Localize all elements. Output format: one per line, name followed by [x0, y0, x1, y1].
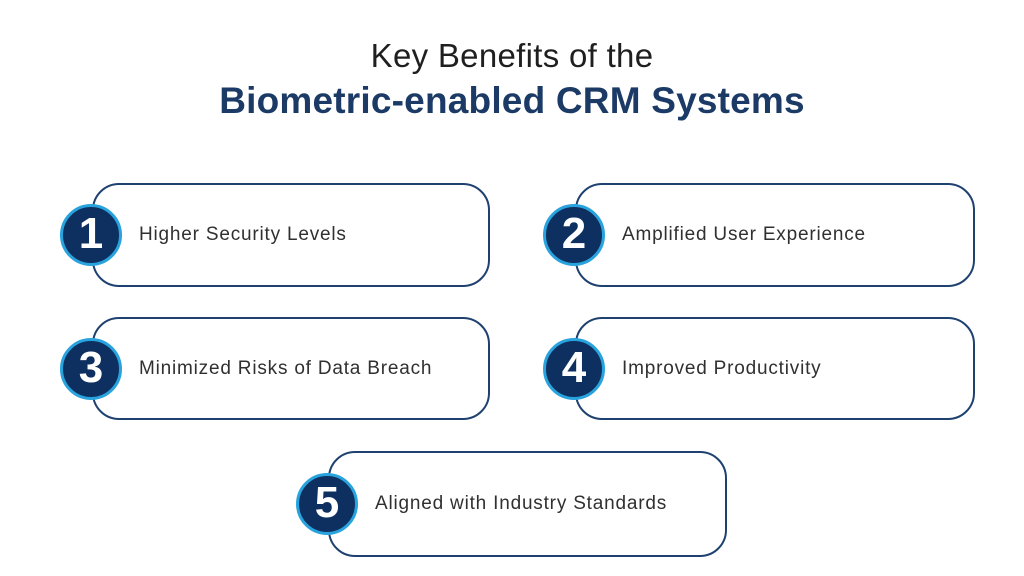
benefit-number: 3	[78, 342, 104, 392]
number-badge-1: 1	[60, 204, 122, 266]
benefit-card-3: 3 Minimized Risks of Data Breach	[60, 317, 490, 420]
benefit-number: 1	[78, 209, 104, 258]
page-title: Key Benefits of the	[370, 37, 654, 74]
benefit-label: Higher Security Levels	[139, 224, 347, 245]
number-badge-3: 3	[60, 337, 122, 400]
number-badge-5: 5	[296, 473, 358, 535]
benefit-number: 2	[561, 209, 587, 258]
number-badge-2: 2	[543, 204, 605, 266]
benefit-label: Improved Productivity	[622, 357, 822, 379]
benefit-number: 5	[314, 478, 340, 527]
benefit-card-5: 5 Aligned with Industry Standards	[296, 451, 727, 557]
benefit-card-4: 4 Improved Productivity	[543, 317, 975, 420]
benefit-number: 4	[561, 342, 587, 392]
number-badge-4: 4	[543, 337, 605, 400]
benefit-label: Aligned with Industry Standards	[375, 493, 668, 514]
benefit-label: Minimized Risks of Data Breach	[139, 357, 433, 379]
benefit-card-2: 2 Amplified User Experience	[543, 183, 975, 287]
benefit-label: Amplified User Experience	[622, 224, 866, 245]
page-subtitle: Biometric-enabled CRM Systems	[219, 80, 805, 121]
benefit-card-1: 1 Higher Security Levels	[60, 183, 490, 287]
